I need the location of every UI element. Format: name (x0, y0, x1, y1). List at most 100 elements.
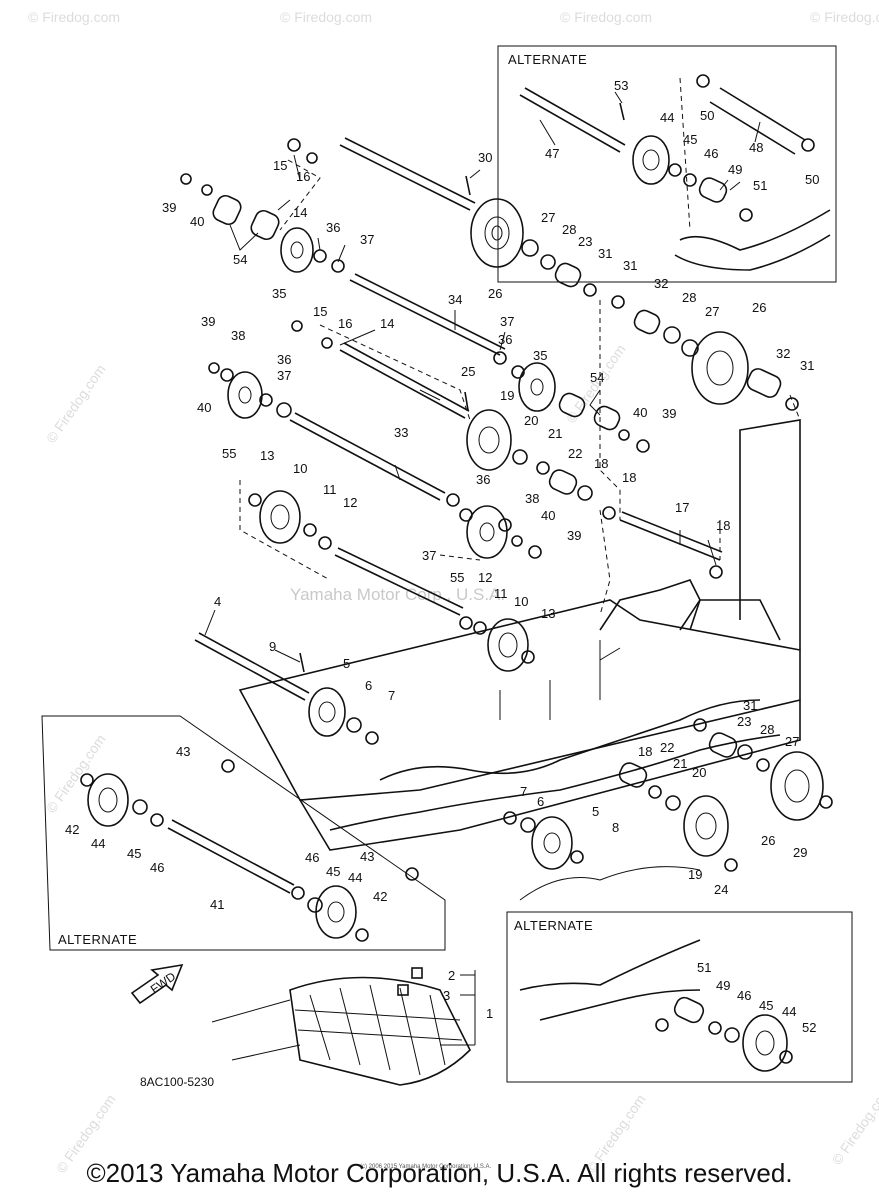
callout-23: 23 (737, 714, 751, 729)
callout-36: 36 (476, 472, 490, 487)
diagram-ref-code: 8AC100-5230 (140, 1075, 214, 1089)
callout-15: 15 (313, 304, 327, 319)
callout-52: 52 (802, 1020, 816, 1035)
callout-50: 50 (700, 108, 714, 123)
callout-19: 19 (688, 867, 702, 882)
callout-31: 31 (598, 246, 612, 261)
firedog-watermark: © Firedog.com (810, 9, 879, 25)
callout-37: 37 (500, 314, 514, 329)
spacers-and-washers (80, 74, 833, 1064)
wheel-35-mid (518, 362, 556, 412)
guide-lines (239, 77, 801, 616)
callout-29: 29 (793, 845, 807, 860)
callout-39: 39 (567, 528, 581, 543)
callout-36: 36 (498, 332, 512, 347)
alternate-label: ALTERNATE (58, 932, 137, 947)
wheel-5-left (308, 687, 346, 737)
callout-20: 20 (692, 765, 706, 780)
callout-5: 5 (592, 804, 599, 819)
callout-23: 23 (578, 234, 592, 249)
callout-31: 31 (623, 258, 637, 273)
callout-40: 40 (190, 214, 204, 229)
callout-55: 55 (450, 570, 464, 585)
callout-35: 35 (272, 286, 286, 301)
callout-11: 11 (494, 586, 508, 601)
callout-40: 40 (541, 508, 555, 523)
callout-45: 45 (683, 132, 697, 147)
callout-39: 39 (201, 314, 215, 329)
callout-34: 34 (448, 292, 462, 307)
firedog-watermark: © Firedog.com (280, 9, 372, 25)
callout-5: 5 (343, 656, 350, 671)
shafts (167, 87, 806, 894)
callout-15: 15 (273, 158, 287, 173)
callout-21: 21 (673, 756, 687, 771)
callout-51: 51 (753, 178, 767, 193)
callout-11: 11 (323, 482, 337, 497)
callout-35: 35 (533, 348, 547, 363)
callout-14: 14 (293, 205, 307, 220)
part-callouts: 53 50 44 45 47 48 46 49 50 51 30 15 16 3… (65, 78, 819, 1035)
alternate-label: ALTERNATE (514, 918, 593, 933)
callout-26: 26 (488, 286, 502, 301)
wheel-26-right (691, 331, 749, 405)
callout-13: 13 (260, 448, 274, 463)
callout-53: 53 (614, 78, 628, 93)
callout-36: 36 (277, 352, 291, 367)
wheel-55-mid (466, 505, 508, 559)
fwd-arrow: FWD (130, 963, 184, 1005)
callout-37: 37 (360, 232, 374, 247)
callout-44: 44 (782, 1004, 796, 1019)
callout-49: 49 (728, 162, 742, 177)
callout-18: 18 (716, 518, 730, 533)
firedog-watermark: © Firedog.com (560, 9, 652, 25)
callout-42: 42 (65, 822, 79, 837)
callout-48: 48 (749, 140, 763, 155)
callout-19: 19 (500, 388, 514, 403)
wheels (87, 135, 824, 1072)
wheel-26-bottom (770, 751, 824, 821)
callout-14: 14 (380, 316, 394, 331)
wheel-19-bottom (683, 795, 729, 857)
callout-32: 32 (654, 276, 668, 291)
callout-28: 28 (760, 722, 774, 737)
callout-28: 28 (562, 222, 576, 237)
callout-7: 7 (388, 688, 395, 703)
callout-45: 45 (326, 864, 340, 879)
callout-44: 44 (348, 870, 362, 885)
callout-40: 40 (633, 405, 647, 420)
yamaha-watermark: Yamaha Motor Corp., U.S.A. (290, 585, 505, 604)
alternate-box-top: ALTERNATE (497, 45, 837, 283)
callout-2: 2 (448, 968, 455, 983)
wheel-26-top (470, 198, 524, 268)
callout-37: 37 (422, 548, 436, 563)
callout-20: 20 (524, 413, 538, 428)
callout-33: 33 (394, 425, 408, 440)
callout-44: 44 (91, 836, 105, 851)
callout-37: 37 (277, 368, 291, 383)
callout-41: 41 (210, 897, 224, 912)
callout-46: 46 (704, 146, 718, 161)
callout-18: 18 (594, 456, 608, 471)
wheel-55-left (227, 371, 263, 419)
wheel-10-left (259, 490, 301, 544)
callout-44: 44 (660, 110, 674, 125)
callout-9: 9 (269, 639, 276, 654)
track-assembly (211, 967, 471, 1086)
callout-31: 31 (743, 698, 757, 713)
callout-40: 40 (197, 400, 211, 415)
wheel-44-top (632, 135, 670, 185)
wheel-5-bottom (531, 816, 573, 870)
wheel-19-mid (466, 409, 512, 471)
callout-28: 28 (682, 290, 696, 305)
callout-51: 51 (697, 960, 711, 975)
wheel-10-mid (487, 618, 529, 672)
callout-39: 39 (662, 406, 676, 421)
wheel-44-alt-left (315, 885, 357, 939)
callout-3: 3 (443, 988, 450, 1003)
callout-27: 27 (541, 210, 555, 225)
fine-print: (c) 2006 2015 Yamaha Motor Corporation, … (360, 1164, 492, 1170)
leader-lines (204, 91, 761, 1046)
callout-55: 55 (222, 446, 236, 461)
